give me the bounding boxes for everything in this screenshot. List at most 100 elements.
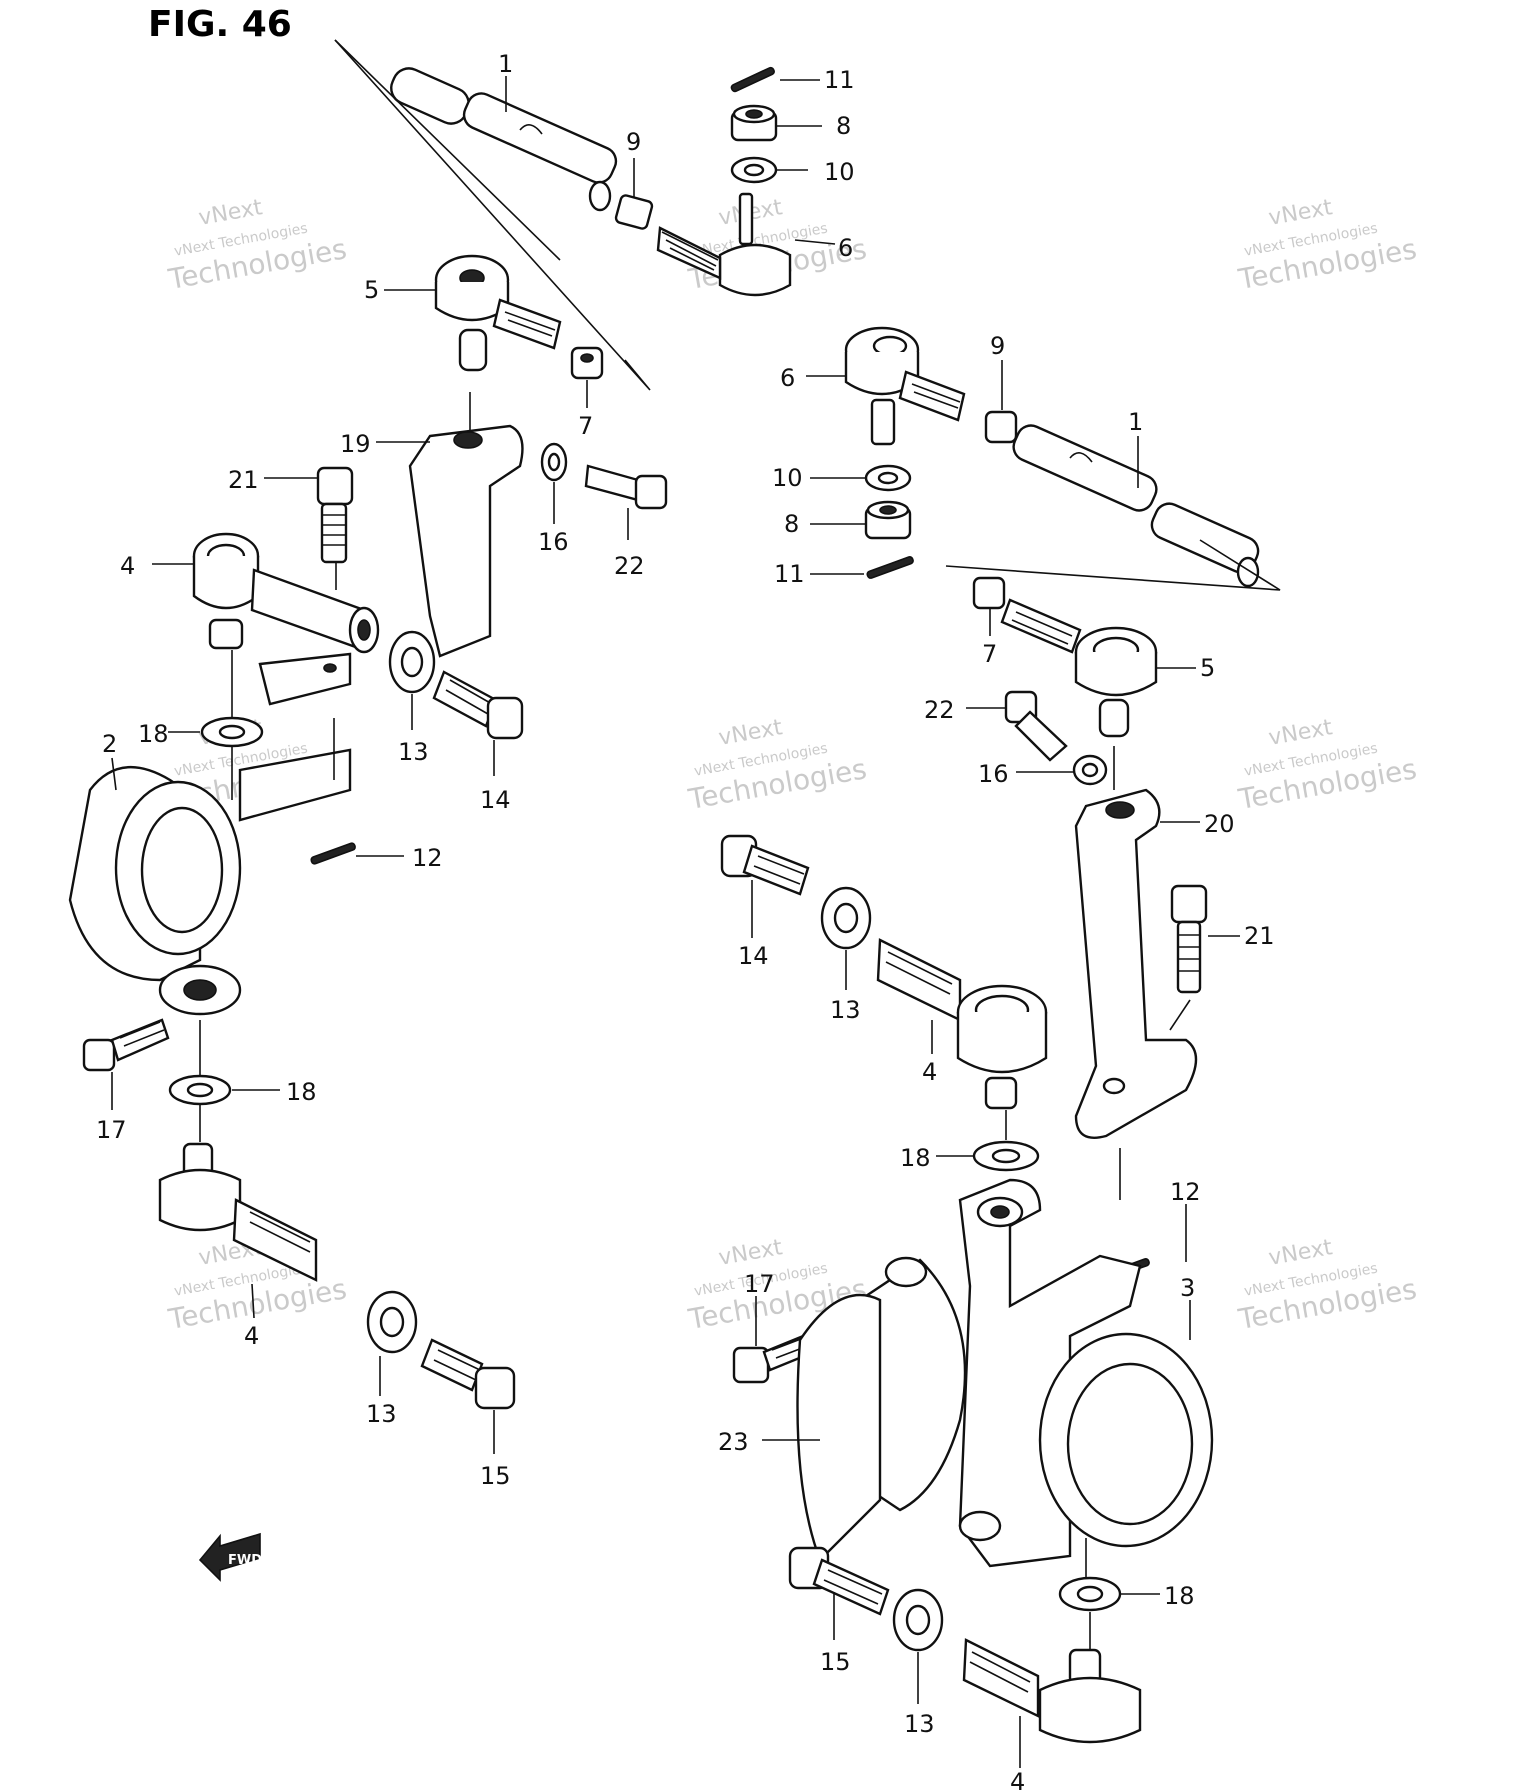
pin-left-12 — [310, 842, 356, 865]
hex-nut-upper — [614, 194, 654, 230]
callout-label: 15 — [820, 1648, 851, 1676]
cotter-pin-right-11 — [866, 556, 914, 579]
tie-rod-end-right-4d — [962, 1638, 1142, 1744]
callout-label: 16 — [538, 528, 569, 556]
callout-label: 18 — [286, 1078, 317, 1106]
callout-label: 6 — [838, 234, 853, 262]
fwd-label: FWD — [228, 1553, 262, 1568]
callout-label: 15 — [480, 1462, 511, 1490]
housing-right-23 — [796, 1256, 1002, 1563]
bolt-right-14 — [720, 834, 810, 896]
cotter-pin-upper — [730, 66, 775, 93]
callout-label: 13 — [398, 738, 429, 766]
bolt-left-17 — [82, 1018, 170, 1072]
assembly-bracket-line — [334, 39, 651, 391]
tie-rod-end-left-4 — [192, 532, 380, 654]
callout-label: 1 — [498, 50, 513, 78]
bolt-right-22 — [1004, 690, 1068, 762]
leader-lines — [111, 76, 1240, 1768]
washer-left-16 — [540, 442, 568, 482]
bolt-left-14 — [432, 670, 524, 740]
callout-label: 23 — [718, 1428, 749, 1456]
callout-label: 2 — [102, 730, 117, 758]
callout-label: 3 — [1180, 1274, 1195, 1302]
collar-left-13b — [366, 1290, 418, 1354]
arm-left-19 — [408, 424, 524, 658]
washer-left-18b — [168, 1074, 232, 1106]
callout-label: 13 — [904, 1710, 935, 1738]
callout-label: 11 — [774, 560, 805, 588]
watermark: vNext vNext Technologies Technologies — [1235, 195, 1419, 296]
washer-right-18d — [1058, 1576, 1122, 1612]
collar-left-13a — [388, 630, 436, 694]
tie-rod-end-upper — [656, 192, 792, 297]
callout-label: 4 — [922, 1058, 937, 1086]
callout-label: 9 — [626, 128, 641, 156]
callout-label: 5 — [1200, 654, 1215, 682]
callout-label: 4 — [244, 1322, 259, 1350]
callout-label: 13 — [366, 1400, 397, 1428]
watermark: vNext vNext Technologies Technologies — [1235, 715, 1419, 816]
bolt-left-22 — [584, 464, 668, 510]
washer-right-10 — [864, 464, 912, 492]
watermark-line: vNext — [717, 1235, 785, 1271]
callout-label: 18 — [1164, 1582, 1195, 1610]
callout-label: 17 — [744, 1270, 775, 1298]
callout-label: 17 — [96, 1116, 127, 1144]
callout-label: 18 — [900, 1144, 931, 1172]
callout-label: 4 — [1010, 1768, 1025, 1792]
callout-label: 4 — [120, 552, 135, 580]
callout-label: 7 — [578, 412, 593, 440]
castle-nut-right-8 — [864, 500, 912, 540]
tie-rod-end-right-4c — [876, 938, 1048, 1110]
knuckle-left-2 — [68, 652, 352, 1016]
callout-label: 22 — [614, 552, 645, 580]
tie-rod-right — [1012, 424, 1260, 588]
callout-label: 21 — [228, 466, 259, 494]
callout-label: 18 — [138, 720, 169, 748]
callout-label: 12 — [1170, 1178, 1201, 1206]
callout-label: 20 — [1204, 810, 1235, 838]
tie-rod-end-right-6 — [844, 326, 966, 446]
callout-label: 9 — [990, 332, 1005, 360]
callout-label: 21 — [1244, 922, 1275, 950]
callout-label: 6 — [780, 364, 795, 392]
tie-rod-end-left-4b — [158, 1142, 318, 1282]
hex-nut-left — [570, 346, 604, 380]
bolt-left-15 — [420, 1338, 516, 1410]
collar-right-13d — [892, 1588, 944, 1652]
watermark: vNext vNext Technologies Technologies — [685, 715, 869, 816]
callout-label: 13 — [830, 996, 861, 1024]
knuckle-right-3 — [958, 1178, 1214, 1568]
figure-title: FIG. 46 — [148, 4, 292, 45]
callout-label: 22 — [924, 696, 955, 724]
hex-nut-right-9 — [984, 410, 1018, 444]
collar-right-13c — [820, 886, 872, 950]
washer-right-16 — [1072, 754, 1108, 786]
alignment-lines — [199, 392, 1191, 1650]
callout-label: 10 — [772, 464, 803, 492]
bolt-left-21 — [316, 466, 354, 564]
washer-upper — [730, 156, 778, 184]
castle-nut-upper — [730, 104, 778, 142]
callout-labels: 1 11 8 10 9 6 5 7 19 21 16 22 4 18 13 14… — [96, 50, 1275, 1792]
watermark: vNext vNext Technologies Technologies — [165, 195, 349, 296]
washer-right-18c — [972, 1140, 1040, 1172]
tie-rod-upper — [390, 67, 618, 212]
callout-label: 7 — [982, 640, 997, 668]
callout-label: 14 — [480, 786, 511, 814]
watermark-line: vNext — [197, 195, 265, 231]
callout-label: 19 — [340, 430, 371, 458]
assembly-bracket-line — [334, 39, 561, 261]
watermark-line: vNext — [1267, 1235, 1335, 1271]
callout-label: 10 — [824, 158, 855, 186]
fwd-arrow: FWD — [198, 1532, 262, 1582]
parts-drawing: FWD — [68, 39, 1281, 1792]
callout-label: 14 — [738, 942, 769, 970]
callout-label: 1 — [1128, 408, 1143, 436]
callout-label: 8 — [784, 510, 799, 538]
watermark-line: vNext — [717, 715, 785, 751]
bolt-right-15 — [788, 1546, 890, 1616]
callout-label: 11 — [824, 66, 855, 94]
